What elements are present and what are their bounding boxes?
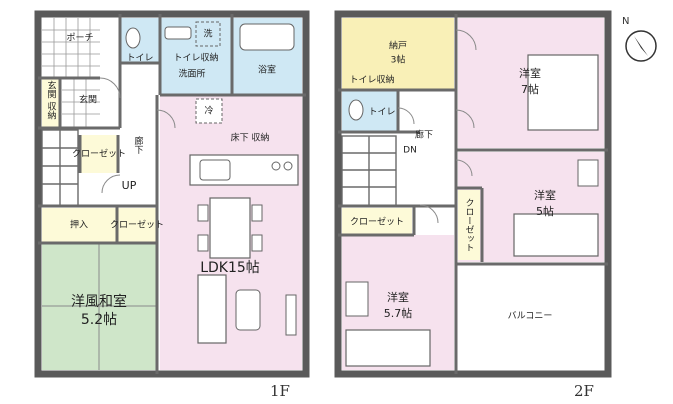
closet-h-label: クローゼット <box>350 216 404 228</box>
tatami-lines <box>42 243 157 370</box>
bed-5 <box>513 213 599 257</box>
bed-7 <box>527 54 599 131</box>
nando-size: 3帖 <box>391 54 406 66</box>
toilet-storage-label-1f: トイレ収納 <box>173 52 218 64</box>
closet1-label: クローゼット <box>72 148 126 160</box>
kitchen-sink <box>199 159 231 181</box>
floor-2: 納戸 3帖 トイレ収納 トイレ 廊下 DN 洋室 7帖 洋室 5帖 クローゼット… <box>334 10 612 400</box>
closet2-fill <box>117 208 157 243</box>
stairs-2f <box>341 135 397 207</box>
balcony-label: バルコニー <box>508 311 553 322</box>
washitsu-name: 洋風和室 <box>71 293 127 310</box>
bathtub <box>239 23 295 51</box>
toilet-storage-label-2f: トイレ収納 <box>349 74 394 86</box>
senmenjo-label: 洗面所 <box>178 68 205 80</box>
stove-burner <box>283 161 293 171</box>
walls-1f <box>34 10 310 378</box>
dn-label: DN <box>403 146 417 156</box>
closet-v-label: クローゼット <box>464 198 475 252</box>
closet-h-fill <box>342 208 412 235</box>
fridge-label: 冷 <box>204 105 213 117</box>
door-swings-1f <box>99 77 176 194</box>
walls-2f <box>334 10 612 378</box>
sofa <box>197 274 227 344</box>
hall-label-2f: 廊下 <box>415 129 433 141</box>
room5-size: 5帖 <box>536 205 554 218</box>
washer-label: 洗 <box>203 28 212 40</box>
door-swings-2f <box>397 29 477 224</box>
fridge-box <box>195 98 223 124</box>
room57-name: 洋室 <box>387 290 409 304</box>
oshiire-label: 押入 <box>70 219 88 231</box>
floor-storage-label: 床下 収納 <box>231 132 270 144</box>
interior-walls-2f <box>338 14 608 374</box>
room5-name: 洋室 <box>534 188 556 202</box>
porch-label: ポーチ <box>66 33 93 44</box>
porch-tiles <box>42 18 100 128</box>
toilet-label-1f: トイレ <box>126 54 153 64</box>
dining-table <box>209 197 251 259</box>
toilet-bowl-1f <box>125 27 141 49</box>
up-label: UP <box>122 179 137 192</box>
genkan-storage-label: 玄関 収納 <box>46 79 57 120</box>
interior-walls-1f <box>38 14 306 374</box>
stove-burner <box>271 161 281 171</box>
genkan-storage-fill <box>42 78 60 128</box>
sink-1f <box>164 26 192 40</box>
washitsu-size: 5.2帖 <box>81 312 117 328</box>
oshiire-fill <box>42 208 117 243</box>
floor-1: ポーチ 玄関 玄関 収納 クローゼット 廊下 UP 押入 クローゼット 洋風和室… <box>34 10 310 400</box>
nando-fill <box>342 18 454 90</box>
room57-size: 5.7帖 <box>384 307 413 320</box>
low-table <box>235 289 261 331</box>
floor-2-label: 2F <box>574 382 594 400</box>
stairs-1f <box>41 129 79 207</box>
dining-chairs <box>197 204 263 252</box>
ldk-label: LDK15帖 <box>200 260 260 276</box>
floor-1-label: 1F <box>270 382 290 400</box>
desk-5 <box>577 159 599 187</box>
hall-label-1f: 廊下 <box>133 135 144 155</box>
closet2-label: クローゼット <box>110 219 164 231</box>
washer-box <box>195 21 221 47</box>
tv-board <box>285 294 297 336</box>
balcony-fill <box>458 266 604 370</box>
toilet-bowl-2f <box>348 99 364 121</box>
genkan-label: 玄関 <box>79 94 97 106</box>
room7-size: 7帖 <box>521 83 539 96</box>
toilet-label-2f: トイレ <box>368 108 395 118</box>
closet-v-fill <box>458 190 480 260</box>
desk-57 <box>345 281 369 317</box>
bath-label: 浴室 <box>258 64 276 76</box>
compass-icon: N <box>622 16 657 62</box>
closet1-fill <box>80 135 118 173</box>
bed-57 <box>345 329 431 367</box>
room7-name: 洋室 <box>519 66 541 80</box>
svg-text:N: N <box>622 16 629 27</box>
nando-name: 納戸 <box>389 40 407 52</box>
